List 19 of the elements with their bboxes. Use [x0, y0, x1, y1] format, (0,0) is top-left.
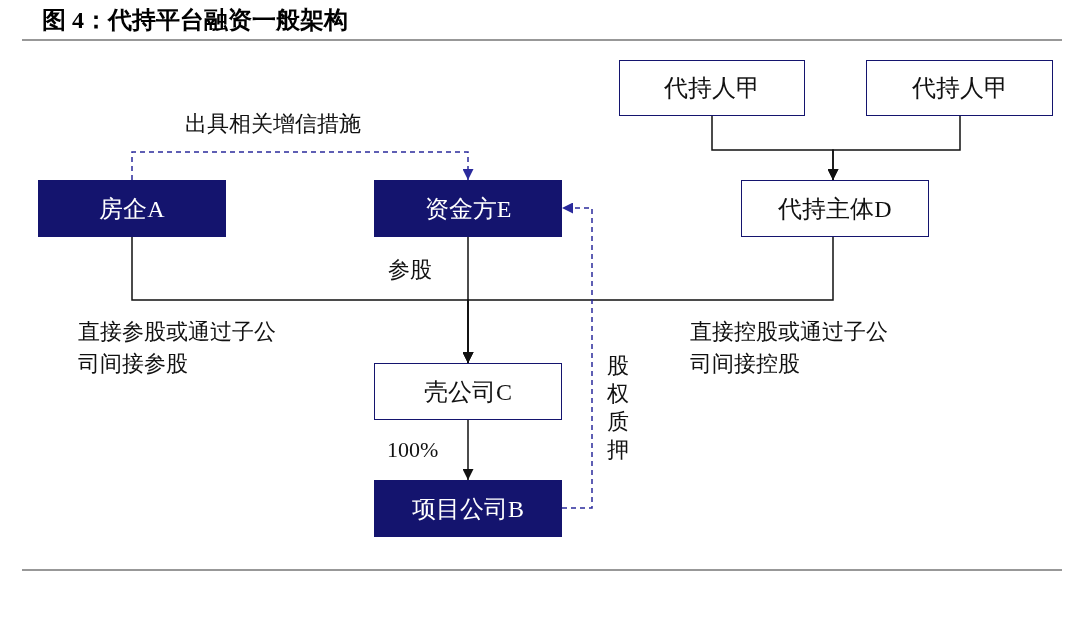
- entity-box: 壳公司C: [374, 363, 562, 420]
- entity-box: 代持人甲: [866, 60, 1053, 116]
- edge-label: 直接参股或通过子公司间接参股: [78, 318, 277, 378]
- edge-label: 股权质押: [606, 352, 630, 464]
- dashed-arrow: [131, 151, 474, 181]
- entity-box: 房企A: [38, 180, 226, 237]
- edge-label: 出具相关增信措施: [185, 110, 362, 138]
- edge-label: 100%: [387, 436, 440, 464]
- edge-label: 参股: [388, 256, 433, 284]
- dashed-arrow: [561, 202, 593, 509]
- arrow: [462, 236, 834, 364]
- figure-title: 图 4：代持平台融资一般架构: [42, 6, 348, 35]
- arrow: [462, 419, 474, 481]
- arrow: [827, 115, 961, 181]
- entity-box: 代持人甲: [619, 60, 805, 116]
- entity-box: 项目公司B: [374, 480, 562, 537]
- entity-box: 资金方E: [374, 180, 562, 237]
- entity-box: 代持主体D: [741, 180, 929, 237]
- edge-label: 直接控股或通过子公司间接控股: [690, 318, 889, 378]
